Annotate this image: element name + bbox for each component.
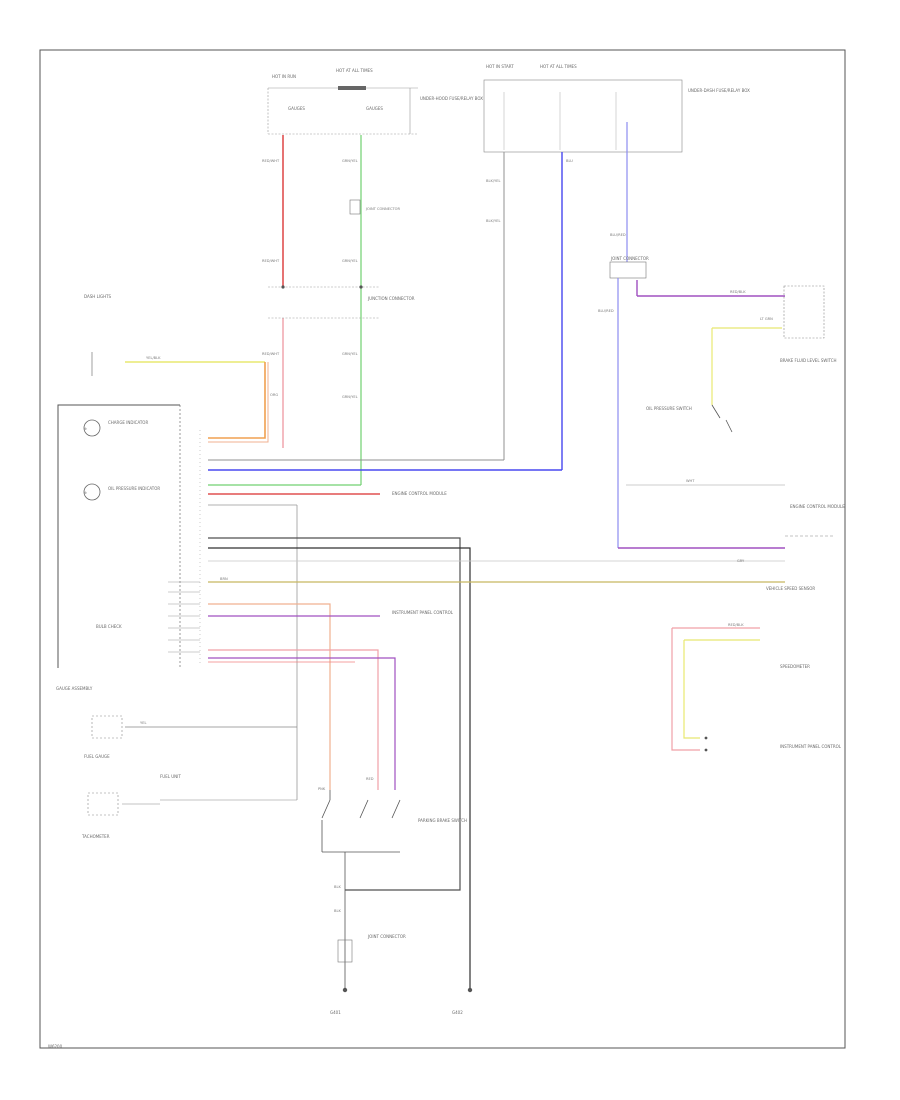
brake-fluid-switch-label: BRAKE FLUID LEVEL SWITCH [780, 358, 837, 363]
wire-label-red-sw: RED [366, 777, 374, 781]
hot-in-run-label: HOT IN RUN [272, 74, 296, 79]
wire-pink-right [671, 628, 700, 751]
wire-label-lt-grn: LT GRN [760, 317, 773, 321]
wire-label-green-3: GRN/YEL [342, 352, 358, 356]
wire-label-blk-yel-2: BLK/YEL [486, 219, 501, 223]
wire-label-blu: BLU [566, 159, 573, 163]
joint-connector-right-label: JOINT CONNECTOR [610, 256, 649, 261]
wire-label-red-2: RED/WHT [262, 259, 280, 263]
wire-yellow-right-lower [683, 640, 700, 739]
wire-label-green-2: GRN/YEL [342, 259, 358, 263]
wire-label-org: ORG [270, 393, 278, 397]
wire-label-red-3: RED/WHT [262, 352, 280, 356]
fuel-gauge-label: FUEL GAUGE [84, 754, 110, 759]
parking-brake-switch-label: PARKING BRAKE SWITCH [418, 818, 467, 823]
oil-pressure-switch-label: OIL PRESSURE SWITCH [646, 406, 692, 411]
speedometer-label: SPEEDOMETER [780, 664, 810, 669]
wire-label-yel: YEL [140, 721, 146, 725]
wire-label-purple-upper: RED/BLK [730, 290, 746, 294]
wire-label-red-1: RED/WHT [262, 159, 280, 163]
gauge-assembly-label: GAUGE ASSEMBLY [56, 686, 93, 691]
under-hood-fuse-box: HOT IN RUN HOT AT ALL TIMES GAUGES GAUGE… [267, 68, 483, 135]
joint-connector-lower-label: JOINT CONNECTOR [367, 934, 406, 939]
instrument-panel-ref-label: INSTRUMENT PANEL CONTROL [780, 744, 842, 749]
under-dash-box-label: UNDER-DASH FUSE/RELAY BOX [688, 88, 750, 93]
hot-at-all-times-label: HOT AT ALL TIMES [336, 68, 373, 73]
instrument-panel-control-label: INSTRUMENT PANEL CONTROL [392, 610, 454, 615]
diagram-border [39, 49, 846, 1049]
fuse-label-2: GAUGES [366, 106, 383, 111]
gauge-assembly-box [57, 404, 180, 668]
junction-block-label: JUNCTION CONNECTOR [367, 296, 415, 301]
oil-pressure-indicator-label: OIL PRESSURE INDICATOR [108, 486, 160, 491]
wire-orange-bundle [208, 362, 266, 439]
footer-code: W6200 [48, 1044, 63, 1049]
wire-label-blk-yel: BLK/YEL [486, 179, 501, 183]
wire-pink [208, 649, 379, 790]
wire-label-blk-2: BLK [334, 909, 341, 913]
switch-block [321, 790, 401, 853]
wire-black-1 [208, 537, 461, 891]
wire-label-gry: GRY [737, 559, 745, 563]
engine-control-module-ref: ENGINE CONTROL MODULE [392, 491, 447, 496]
ground-2-symbol [467, 987, 473, 993]
wire-label-wht: WHT [686, 479, 695, 483]
ground-1-label: G401 [330, 1010, 341, 1015]
fuse-label-1: GAUGES [288, 106, 305, 111]
wire-label-brn: BRN [220, 577, 228, 581]
junction-connector-label: JOINT CONNECTOR [365, 207, 400, 211]
tachometer-label: TACHOMETER [81, 834, 110, 839]
engine-control-module-label: ENGINE CONTROL MODULE [790, 504, 845, 509]
hot-at-all-times-label-2: HOT AT ALL TIMES [540, 64, 577, 69]
ground-1-symbol [342, 987, 348, 993]
dash-lights-label: DASH LIGHTS [84, 294, 112, 299]
gauge-pin-stubs [168, 581, 200, 653]
under-dash-fuse-box: HOT IN START HOT AT ALL TIMES UNDER-DASH… [483, 64, 750, 153]
wire-label-red-blk: RED/BLK [728, 623, 744, 627]
wire-black-2 [208, 547, 471, 990]
wire-label-green-4: GRN/YEL [342, 395, 358, 399]
wire-purple-switch [208, 657, 396, 790]
wire-label-yel-blk: YEL/BLK [146, 356, 161, 360]
oil-indicator-symbol: ⊕ [84, 491, 87, 495]
wire-salmon [208, 603, 331, 790]
charge-indicator-symbol: ⊕ [84, 427, 87, 431]
hot-in-start-label: HOT IN START [486, 64, 514, 69]
under-hood-box-label: UNDER-HOOD FUSE/RELAY BOX [420, 96, 483, 101]
wire-label-blu-red: BLU/RED [610, 233, 626, 237]
wire-label-blu-red-2: BLU/RED [598, 309, 614, 313]
bulb-check-label: BULB CHECK [96, 624, 122, 629]
wire-label-pnk: PNK [318, 787, 326, 791]
wire-label-blk-1: BLK [334, 885, 341, 889]
fuel-unit-label: FUEL UNIT [160, 774, 181, 779]
charge-indicator-label: CHARGE INDICATOR [108, 420, 148, 425]
ground-2-label: G402 [452, 1010, 463, 1015]
vehicle-speed-sensor-label: VEHICLE SPEED SENSOR [766, 586, 815, 591]
wire-label-green-1: GRN/YEL [342, 159, 358, 163]
